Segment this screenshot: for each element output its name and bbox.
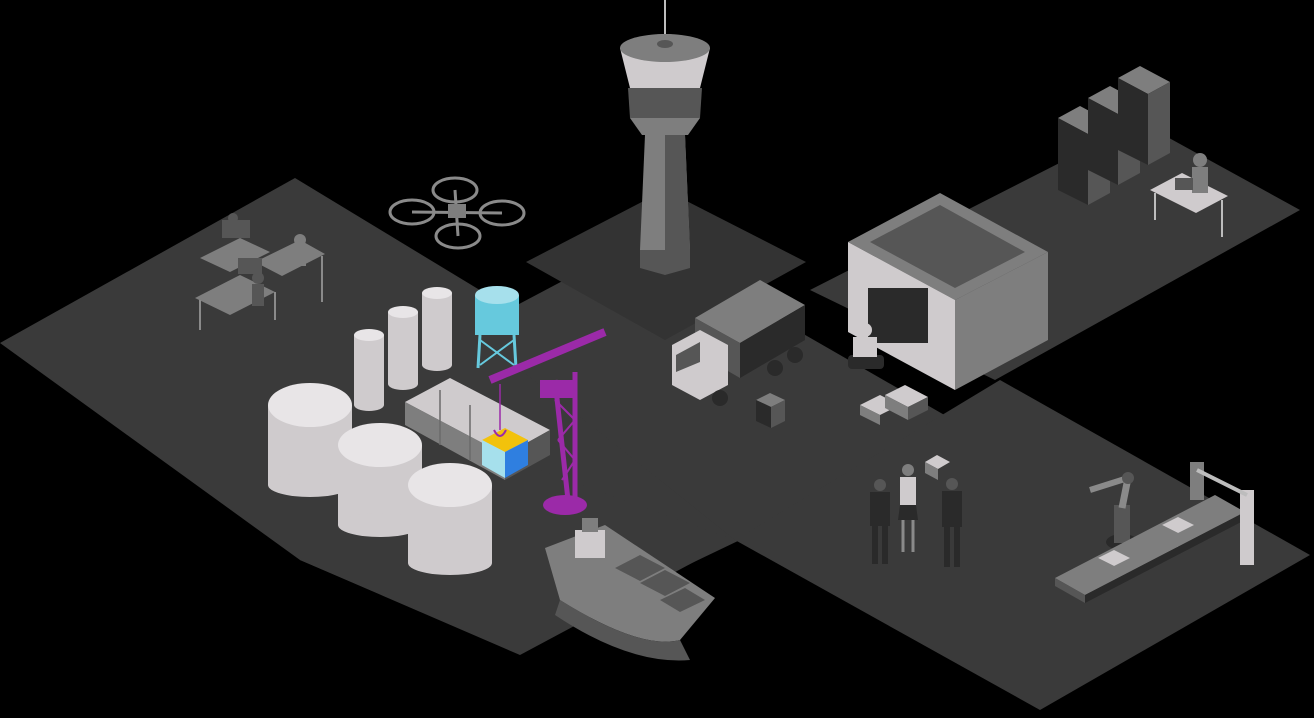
server-racks — [1058, 66, 1170, 205]
tower-crane — [488, 328, 607, 515]
warehouse — [848, 193, 1048, 390]
office-desks — [195, 213, 325, 330]
conveyor-belt — [1055, 462, 1254, 603]
ground-plate-lower-right — [735, 380, 1310, 710]
person — [942, 478, 962, 567]
silo — [354, 329, 384, 411]
person — [870, 479, 890, 564]
cargo-ship — [545, 518, 715, 661]
ground-plates — [0, 122, 1310, 710]
business-people — [870, 464, 962, 567]
ground-plate-dock — [300, 470, 735, 655]
control-tower — [620, 0, 710, 275]
tank — [268, 383, 352, 497]
delivery-robot — [848, 323, 884, 369]
tank — [408, 463, 492, 575]
water-tower — [475, 286, 519, 369]
it-workstation — [1150, 153, 1228, 237]
stacked-boxes — [756, 385, 950, 480]
silo — [388, 306, 418, 390]
storage-silos — [354, 287, 452, 411]
truck — [672, 280, 805, 406]
drone — [388, 176, 526, 250]
person — [898, 464, 918, 552]
silo — [422, 287, 452, 371]
robotic-arm — [1089, 472, 1138, 550]
storage-tanks — [268, 383, 492, 575]
cargo-box — [482, 428, 528, 478]
